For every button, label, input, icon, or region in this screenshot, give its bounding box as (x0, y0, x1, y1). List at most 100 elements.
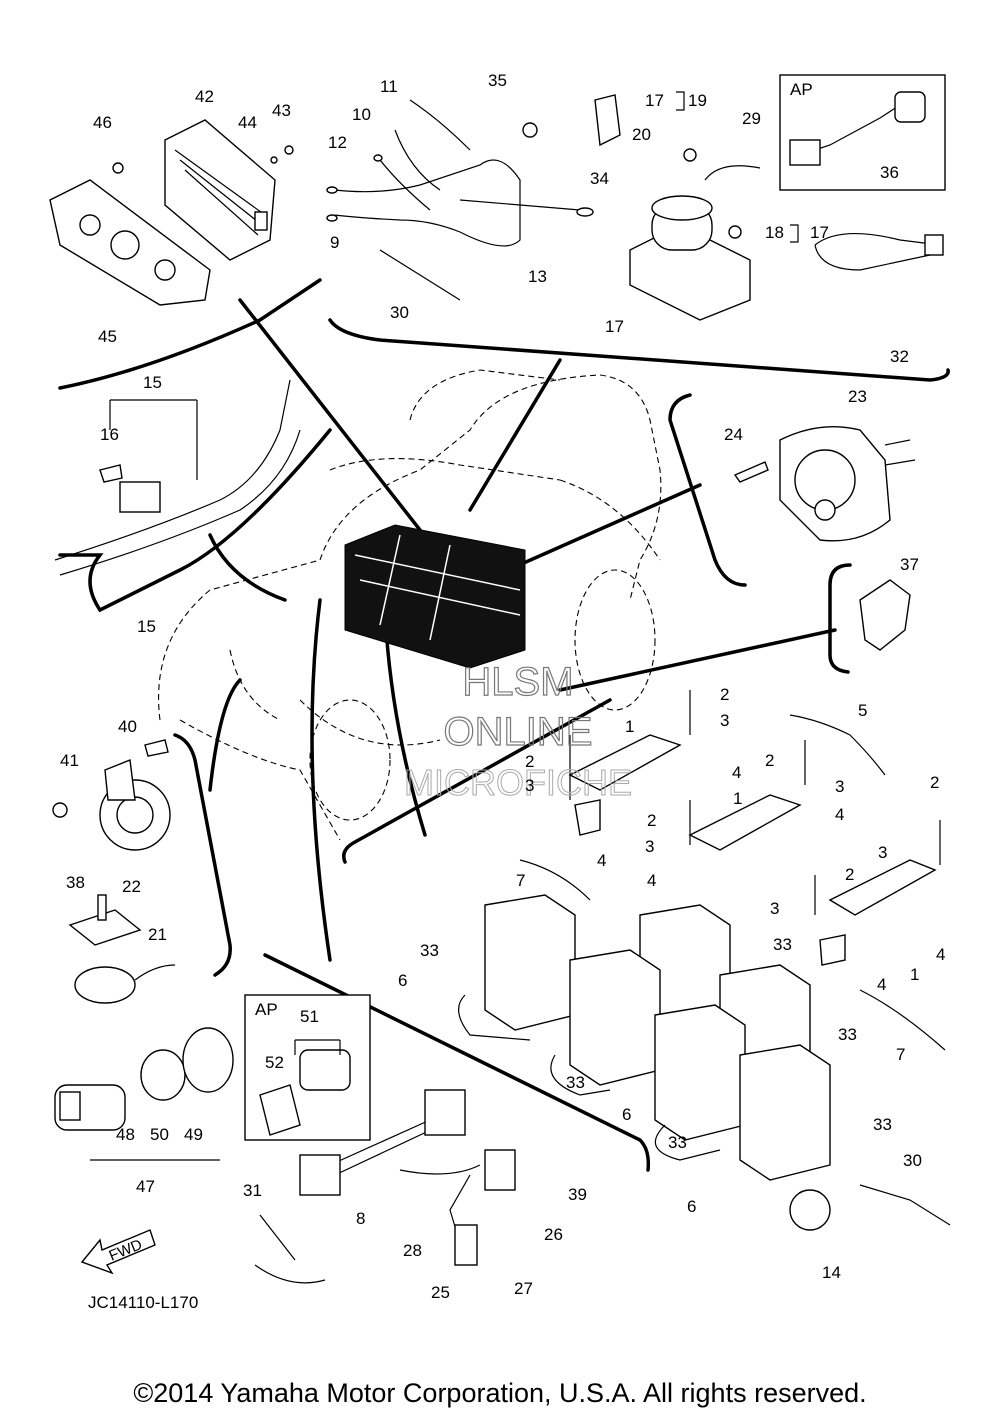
callout: 2 (720, 685, 729, 704)
cable-tie (814, 233, 941, 271)
battery-cable-5 (789, 714, 886, 776)
callout: 2 (647, 811, 656, 830)
callout: 3 (720, 711, 729, 730)
callout: 33 (420, 941, 439, 960)
callout: 1 (733, 789, 742, 808)
callout: 39 (568, 1185, 587, 1204)
callout: 9 (330, 233, 339, 252)
battery-cable-6b (550, 1054, 611, 1096)
batteries (484, 894, 831, 1181)
callout: 30 (903, 1151, 922, 1170)
controller-assembly (49, 119, 294, 306)
callout: 40 (118, 717, 137, 736)
callout: 38 (66, 873, 85, 892)
callout: 5 (858, 701, 867, 720)
callout: 42 (195, 87, 214, 106)
divider-controller (58, 278, 322, 390)
callout: 50 (150, 1125, 169, 1144)
leader-bracket (558, 628, 837, 692)
callout: 17 (645, 91, 664, 110)
charger-port (54, 379, 301, 576)
bracket-mark (294, 1039, 341, 1055)
callout: 3 (645, 837, 654, 856)
callout: 2 (525, 752, 534, 771)
diagram-code: JC14110-L170 (88, 1293, 198, 1312)
divider-motor (668, 393, 747, 587)
clamp (789, 1189, 831, 1231)
callout: 51 (300, 1007, 319, 1026)
bracket-mark (109, 399, 198, 480)
wire-harness (326, 99, 594, 301)
callout: 2 (765, 751, 774, 770)
callout: 4 (597, 851, 606, 870)
callout: 4 (732, 763, 741, 782)
fwd-arrow-icon: FWD (80, 1229, 156, 1275)
watermark-line-3: MICROFICHE (404, 762, 632, 803)
callout: 31 (243, 1181, 262, 1200)
divider-battery-top (342, 698, 612, 864)
callout: 3 (770, 899, 779, 918)
callout: 8 (356, 1209, 365, 1228)
speed-sensor (68, 894, 176, 1004)
vehicle-battery-pack (344, 524, 526, 669)
leader-charger (208, 533, 287, 602)
callout: 46 (93, 113, 112, 132)
watermark-line-1: HLSM (462, 660, 573, 704)
leader-horn (208, 678, 242, 792)
callout: 4 (835, 805, 844, 824)
divider-harness (328, 318, 950, 382)
ap-label-top: AP (790, 80, 813, 99)
leader-harness (468, 358, 562, 512)
callout: 17 (810, 223, 829, 242)
callout: 34 (590, 169, 609, 188)
bracket-mark (676, 91, 685, 111)
callout: 33 (838, 1025, 857, 1044)
leader-controller (238, 298, 422, 532)
callout: 15 (143, 373, 162, 392)
solenoid-assembly (522, 94, 761, 321)
callout: 6 (398, 971, 407, 990)
ap-label-bottom: AP (255, 1000, 278, 1019)
callout: 15 (137, 617, 156, 636)
callout: 2 (930, 773, 939, 792)
callout: 36 (880, 163, 899, 182)
horn-assembly (52, 739, 171, 851)
divider-charger-port (58, 428, 332, 613)
callout: 1 (910, 965, 919, 984)
callout: 32 (890, 347, 909, 366)
switch-harness (254, 1089, 516, 1284)
battery-holders (568, 690, 941, 966)
leader-switch (310, 598, 332, 962)
callout: 4 (877, 975, 886, 994)
callout: 14 (822, 1263, 841, 1282)
callout: 30 (390, 303, 409, 322)
callout: 3 (835, 777, 844, 796)
battery-cable-6c (654, 1124, 721, 1161)
callout: 21 (148, 925, 167, 944)
callout: 22 (122, 877, 141, 896)
callout: 7 (896, 1045, 905, 1064)
callout: 44 (238, 113, 257, 132)
bracket-mark (790, 224, 799, 243)
callout: 37 (900, 555, 919, 574)
callout: 4 (647, 871, 656, 890)
callout: 11 (380, 77, 398, 96)
callout: 12 (328, 133, 347, 152)
callout: 23 (848, 387, 867, 406)
callout-labels: 42 46 44 43 45 11 10 12 9 13 30 35 34 17… (60, 71, 945, 1302)
vehicle-outline (158, 369, 662, 841)
callout: 35 (488, 71, 507, 90)
callout: 41 (60, 751, 79, 770)
main-switch (54, 1027, 234, 1161)
callout: 17 (605, 317, 624, 336)
callout: 33 (668, 1133, 687, 1152)
callout: 2 (845, 865, 854, 884)
watermark-line-2: ONLINE (444, 710, 593, 754)
callout: 10 (352, 105, 371, 124)
callout: 19 (688, 91, 707, 110)
motor-assembly (733, 426, 916, 542)
callout: 6 (622, 1105, 631, 1124)
callout: 28 (403, 1241, 422, 1260)
callout: 3 (878, 843, 887, 862)
cable-tie-2 (859, 1184, 951, 1226)
